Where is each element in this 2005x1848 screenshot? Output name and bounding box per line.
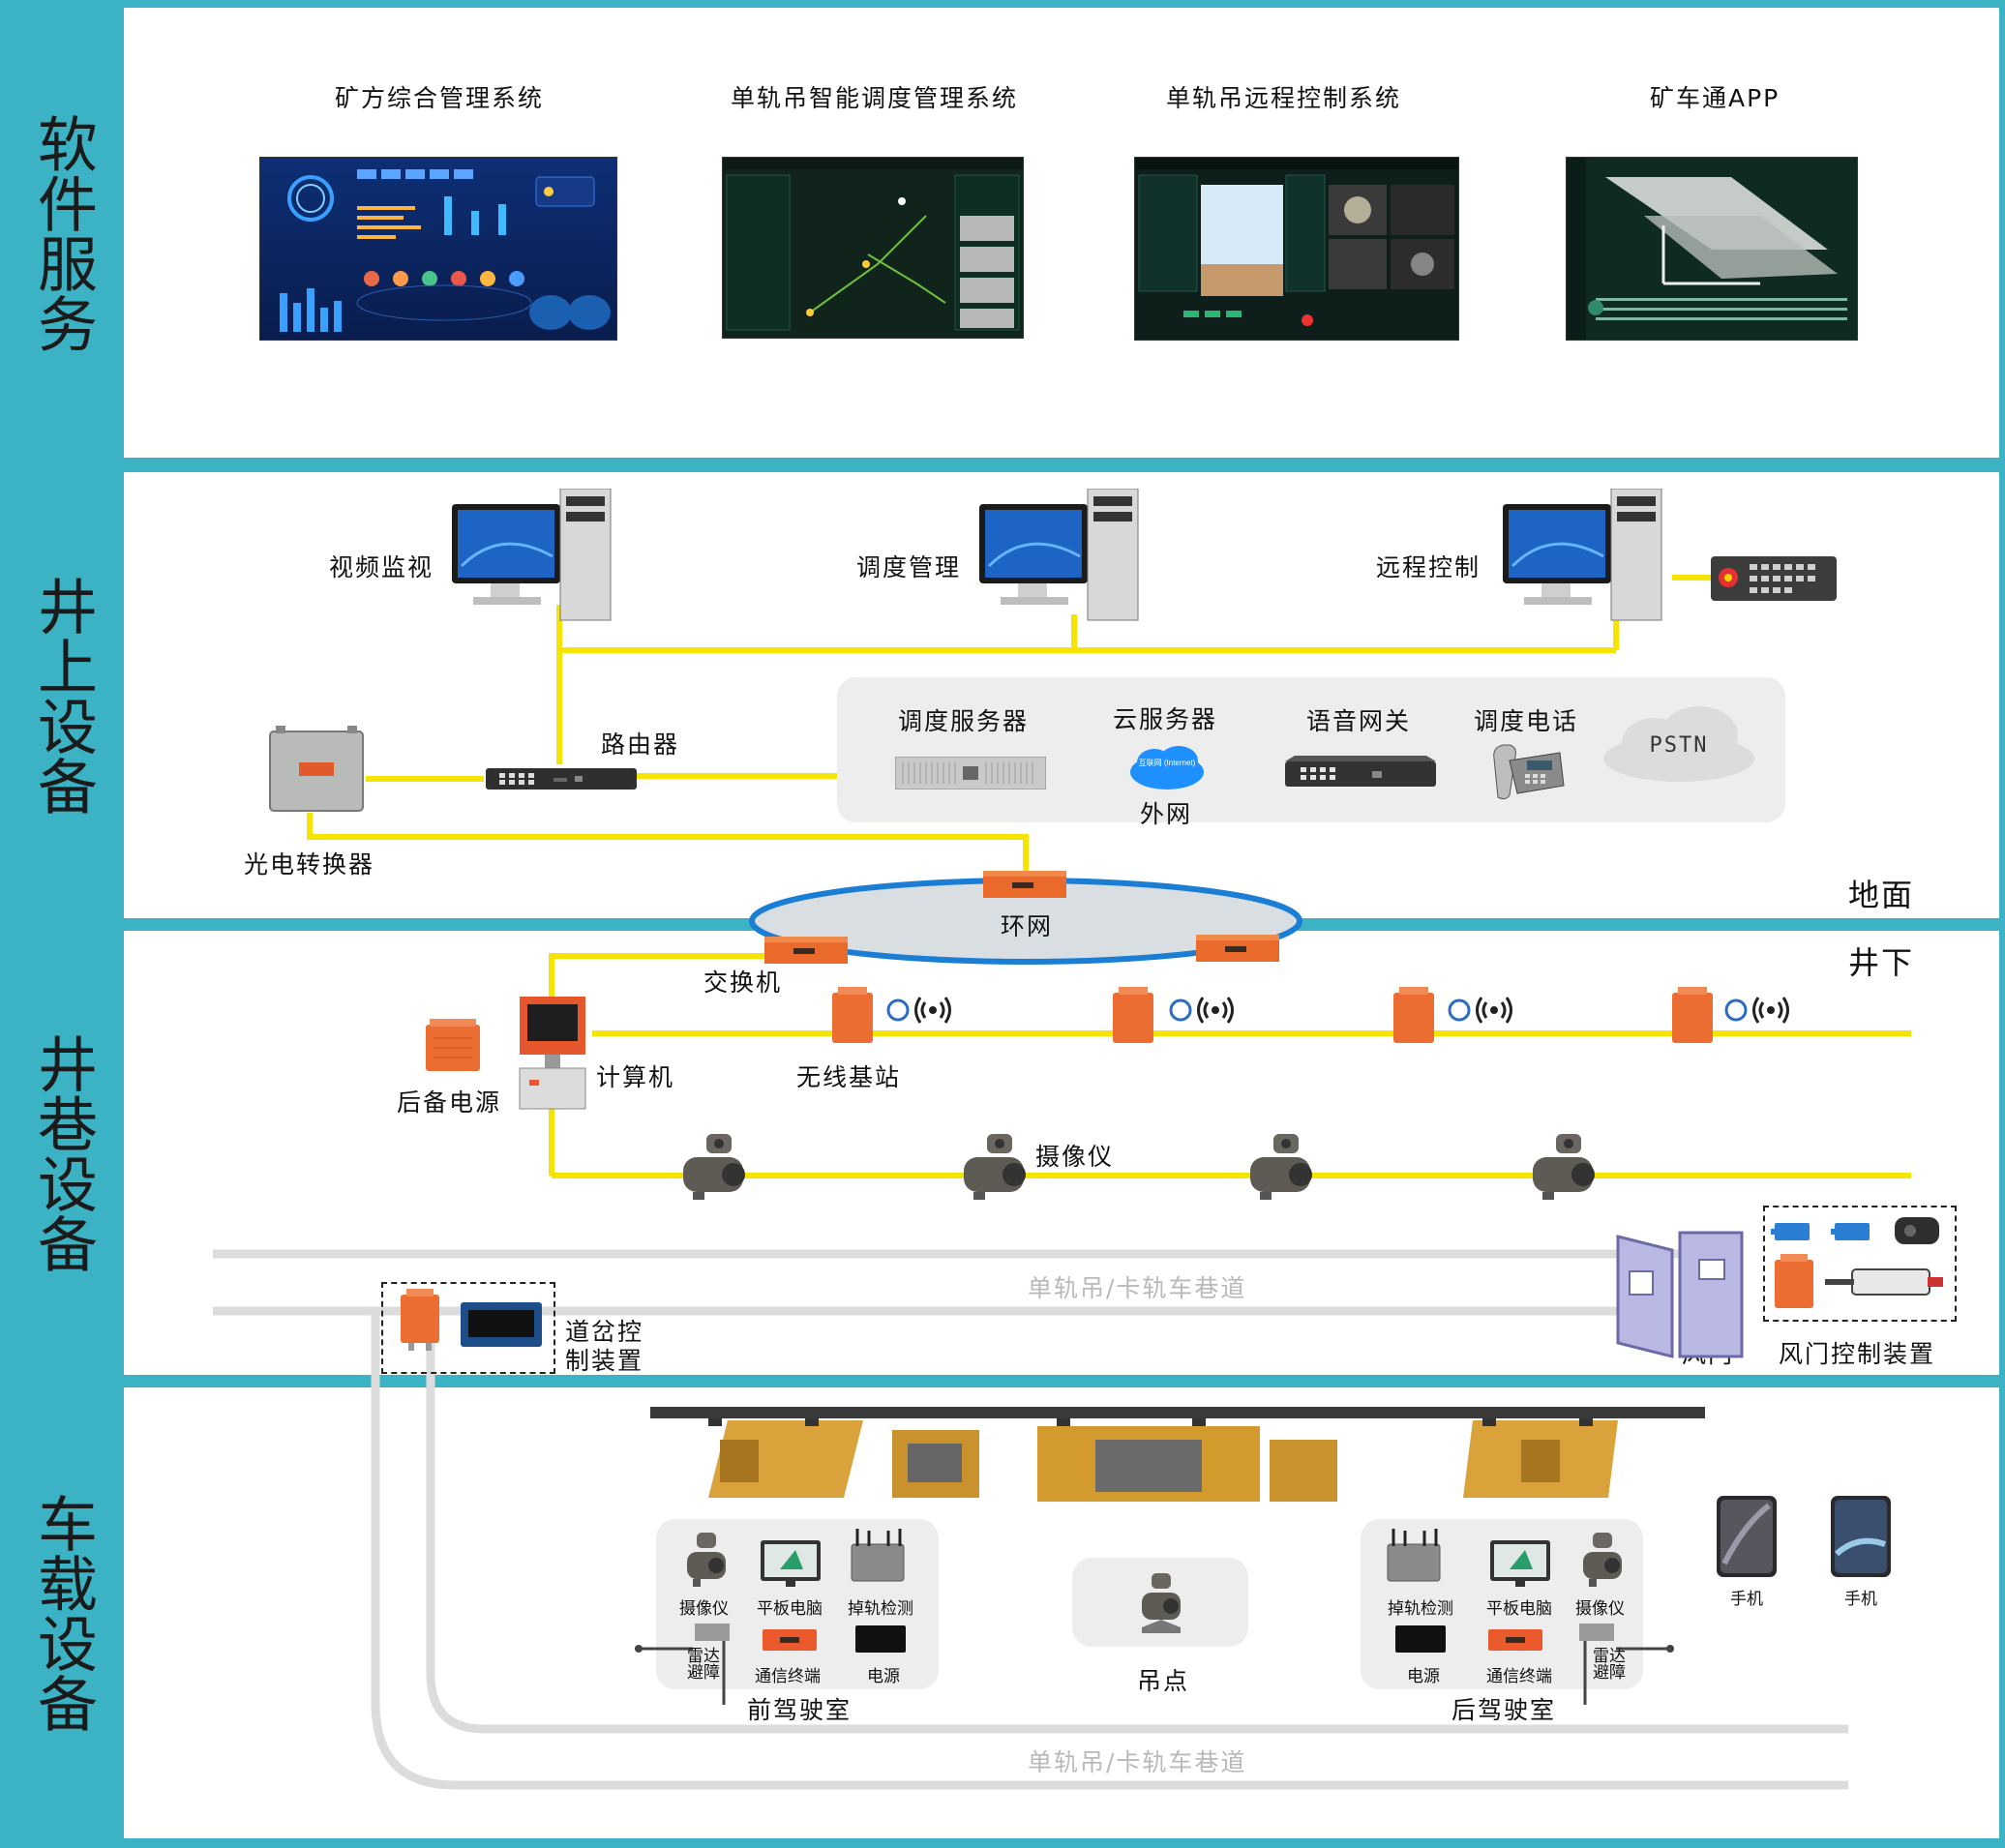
wind-door-control-devices-icon [1771,1217,1943,1308]
remote-control-console-icon [1711,556,1837,601]
dispatch-server-icon [895,757,1046,790]
label-backup-power: 后备电源 [397,1088,502,1117]
label-wind-door-control: 风门控制装置 [1779,1340,1936,1368]
pc-remote-control [1503,489,1662,621]
label-phone-1: 手机 [1730,1590,1763,1609]
label-rear-power: 电源 [1407,1667,1440,1686]
label-camera: 摄像仪 [1035,1143,1115,1171]
wind-door-control-box [1763,1206,1957,1322]
label-underground: 井下 [1848,944,1915,981]
pc-dispatch-management [979,489,1139,621]
label-ground: 地面 [1848,877,1915,913]
front-tablet-icon [761,1540,821,1587]
label-switch: 交换机 [703,969,783,997]
label-external-net: 外网 [1140,800,1193,828]
label-rear-camera: 摄像仪 [1575,1599,1625,1619]
label-rear-derail-detect: 掉轨检测 [1388,1599,1453,1619]
label-front-tablet: 平板电脑 [757,1599,823,1619]
ring-switch-left-icon [764,937,848,964]
rear-derail-detect-icon [1387,1529,1441,1582]
app-screenshot [1566,157,1858,341]
section-label-vehicle: 车载设备 [27,1493,98,1733]
front-power-icon [855,1625,906,1653]
label-front-camera: 摄像仪 [679,1599,729,1619]
label-dispatch-server: 调度服务器 [898,707,1030,735]
label-rear-cab: 后驾驶室 [1451,1696,1557,1724]
voice-gateway-icon [1285,756,1436,787]
label-front-radar: 雷达避障 [687,1647,720,1683]
rear-comm-terminal-icon [1488,1629,1542,1651]
switch-control-power-icon [401,1289,439,1351]
section-label-surface: 井上设备 [27,575,98,816]
tunnel-camera-2-icon [964,1134,1026,1200]
wireless-station-4-icon [1672,987,1789,1043]
label-front-derail-detect: 掉轨检测 [848,1599,913,1619]
label-rear-radar: 雷达避障 [1593,1647,1626,1683]
front-radar-icon [635,1624,730,1705]
rear-power-icon [1395,1625,1446,1653]
switch-control-box [381,1282,555,1374]
wind-door-icon [1616,1231,1744,1358]
monorail-locomotive-icon [650,1407,1705,1502]
wireless-station-2-icon [1113,987,1234,1043]
hoist-point-camera-icon [1142,1573,1181,1633]
tunnel-camera-4-icon [1533,1134,1595,1200]
pc-video-monitor [452,489,612,621]
label-voice-gateway: 语音网关 [1306,707,1412,735]
pstn-cloud-icon: PSTN [1599,702,1759,786]
rear-radar-icon [1579,1624,1674,1705]
remote-control-screenshot [1134,157,1459,341]
label-front-cab: 前驾驶室 [747,1696,853,1724]
switch-control-display-icon [461,1302,542,1347]
wireless-station-3-icon [1393,987,1512,1043]
label-roadway-bottom: 单轨吊/卡轨车巷道 [1028,1748,1247,1776]
dispatch-phone-icon [1493,744,1565,800]
label-router: 路由器 [601,730,680,759]
phone-2-icon [1831,1496,1891,1577]
rear-camera-icon [1583,1533,1622,1587]
computer-icon [519,997,586,1110]
internet-badge-text: 互联网 (Internet) [1138,759,1196,767]
dispatch-system-screenshot [722,157,1024,339]
label-front-comm-terminal: 通信终端 [755,1667,821,1686]
label-rear-comm-terminal: 通信终端 [1486,1667,1552,1686]
section-label-tunnel: 井巷设备 [27,1032,98,1273]
label-computer: 计算机 [596,1063,675,1091]
label-dispatch-phone: 调度电话 [1474,707,1579,735]
front-camera-icon [687,1533,726,1587]
tunnel-camera-1-icon [683,1134,745,1200]
front-derail-detect-icon [851,1529,905,1582]
cloud-internet-icon: 互联网 (Internet) [1125,743,1209,791]
label-rear-tablet: 平板电脑 [1486,1599,1552,1619]
label-optical-converter: 光电转换器 [244,850,375,879]
label-dispatch-management: 调度管理 [856,553,962,581]
section-label-software: 软件服务 [27,112,98,353]
label-switch-control: 道岔控制装置 [565,1318,644,1375]
label-video-monitor: 视频监视 [329,553,434,581]
software-title-2: 单轨吊智能调度管理系统 [731,84,1019,112]
mine-management-screenshot [259,157,617,341]
optical-converter-icon [269,726,364,812]
backup-power-icon [426,1019,480,1071]
label-ring-net: 环网 [1001,912,1054,940]
label-phone-2: 手机 [1844,1590,1877,1609]
ring-switch-right-icon [1196,935,1279,962]
label-cloud-server: 云服务器 [1113,705,1218,733]
label-wireless-station: 无线基站 [796,1063,902,1091]
software-title-3: 单轨吊远程控制系统 [1166,84,1402,112]
software-title-1: 矿方综合管理系统 [335,84,545,112]
tunnel-camera-3-icon [1250,1134,1312,1200]
router-icon [486,768,637,790]
wireless-station-1-icon [832,987,951,1043]
label-hoist-point: 吊点 [1137,1667,1190,1695]
label-front-power: 电源 [867,1667,900,1686]
phone-1-icon [1717,1496,1777,1577]
ring-switch-top-icon [983,871,1066,898]
software-title-4: 矿车通APP [1650,84,1781,112]
rear-tablet-icon [1490,1540,1550,1587]
label-roadway-top: 单轨吊/卡轨车巷道 [1028,1274,1247,1302]
pstn-label: PSTN [1649,733,1709,758]
front-comm-terminal-icon [763,1629,817,1651]
label-remote-control: 远程控制 [1376,553,1481,581]
